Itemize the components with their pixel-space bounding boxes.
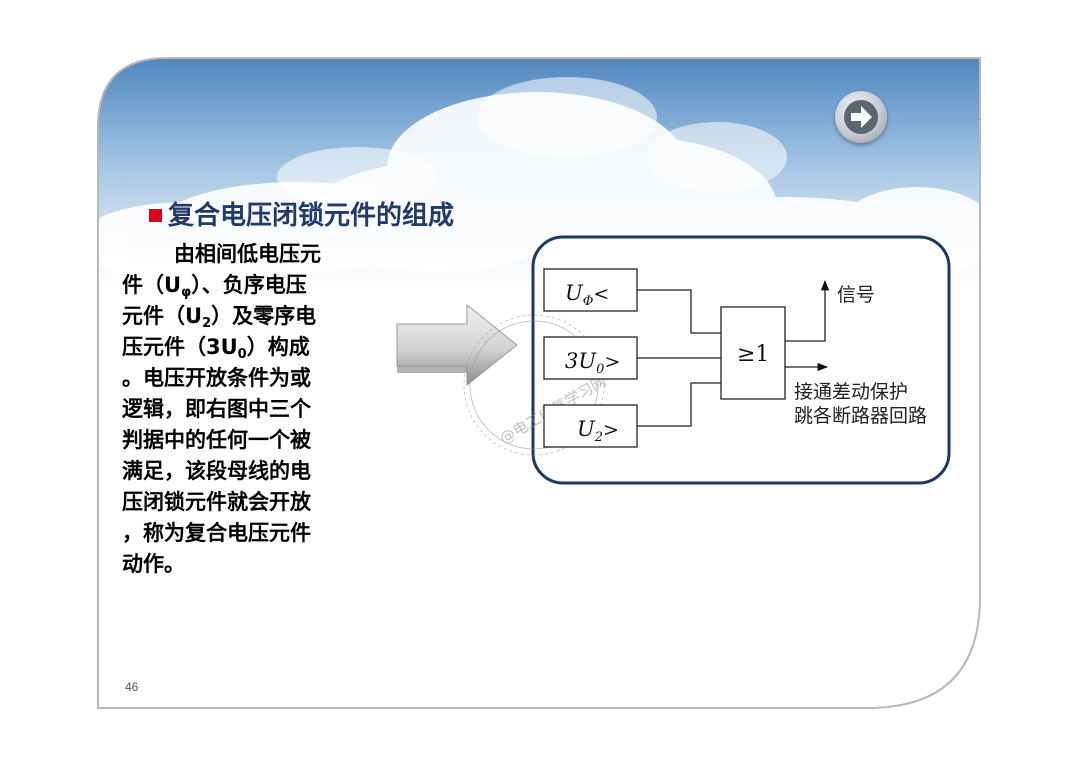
body-paragraph: 由相间低电压元 件（Uφ）、负序电压 元件（U2）及零序电 压元件（3U0）构成… (122, 239, 372, 580)
body-line: 动作。 (122, 552, 185, 576)
signal-output-arrow (785, 279, 830, 342)
output-trip-label-line2: 跳各断路器回路 (794, 405, 927, 427)
input-box-negative (543, 404, 638, 448)
subscript: 0 (237, 347, 247, 362)
title-bullet (149, 209, 162, 222)
body-text-segment: ）、负序电压 (191, 273, 307, 297)
arrow-right-icon (844, 100, 878, 134)
pointer-arrow (396, 303, 518, 387)
subscript: 2 (202, 316, 212, 331)
gate-label: ≥1 (737, 342, 769, 367)
body-text-segment: ）及零序电 (211, 304, 317, 328)
body-text-segment: ）构成 (246, 335, 310, 359)
output-signal-label: 信号 (837, 284, 875, 306)
body-line: ，称为复合电压元件 (122, 521, 311, 545)
input-label-zero: 3U0> (565, 349, 620, 377)
input-box-phase (543, 268, 638, 312)
wire-input-3 (637, 382, 721, 427)
next-slide-button[interactable] (835, 91, 887, 143)
wire-input-1 (637, 289, 721, 334)
slide: 复合电压闭锁元件的组成 由相间低电压元 件（Uφ）、负序电压 元件（U2）及零序… (97, 57, 981, 709)
body-line: 元件（U2）及零序电 (122, 301, 372, 332)
body-line: 压元件（3U0）构成 (122, 332, 372, 363)
body-text-segment: 元件（U (122, 304, 203, 328)
body-text-segment: 压元件（3U (122, 335, 238, 359)
slide-title: 复合电压闭锁元件的组成 (149, 195, 454, 232)
body-line: 。电压开放条件为或 (122, 366, 311, 390)
body-text-segment: 件（U (122, 273, 182, 297)
body-line: 逻辑，即右图中三个 (122, 397, 311, 421)
logic-diagram: @电工电气学习网 UΦ< 3U0> U2> ≥1 信号 接通差动保护 跳各断路器… (396, 235, 951, 485)
slide-title-text: 复合电压闭锁元件的组成 (168, 201, 455, 231)
input-label-negative: U2> (577, 417, 619, 445)
page-number: 46 (125, 680, 139, 694)
subscript: φ (181, 285, 192, 300)
input-label-phase: UΦ< (565, 281, 609, 309)
body-line: 由相间低电压元 (174, 242, 321, 266)
nav-divider-line (903, 119, 981, 120)
or-gate (720, 306, 786, 400)
body-line: 压闭锁元件就会开放 (122, 490, 311, 514)
output-trip-label-line1: 接通差动保护 (794, 381, 908, 403)
body-line: 件（Uφ）、负序电压 (122, 270, 372, 301)
body-line: 判据中的任何一个被 (122, 428, 311, 452)
body-line: 满足，该段母线的电 (122, 459, 311, 483)
